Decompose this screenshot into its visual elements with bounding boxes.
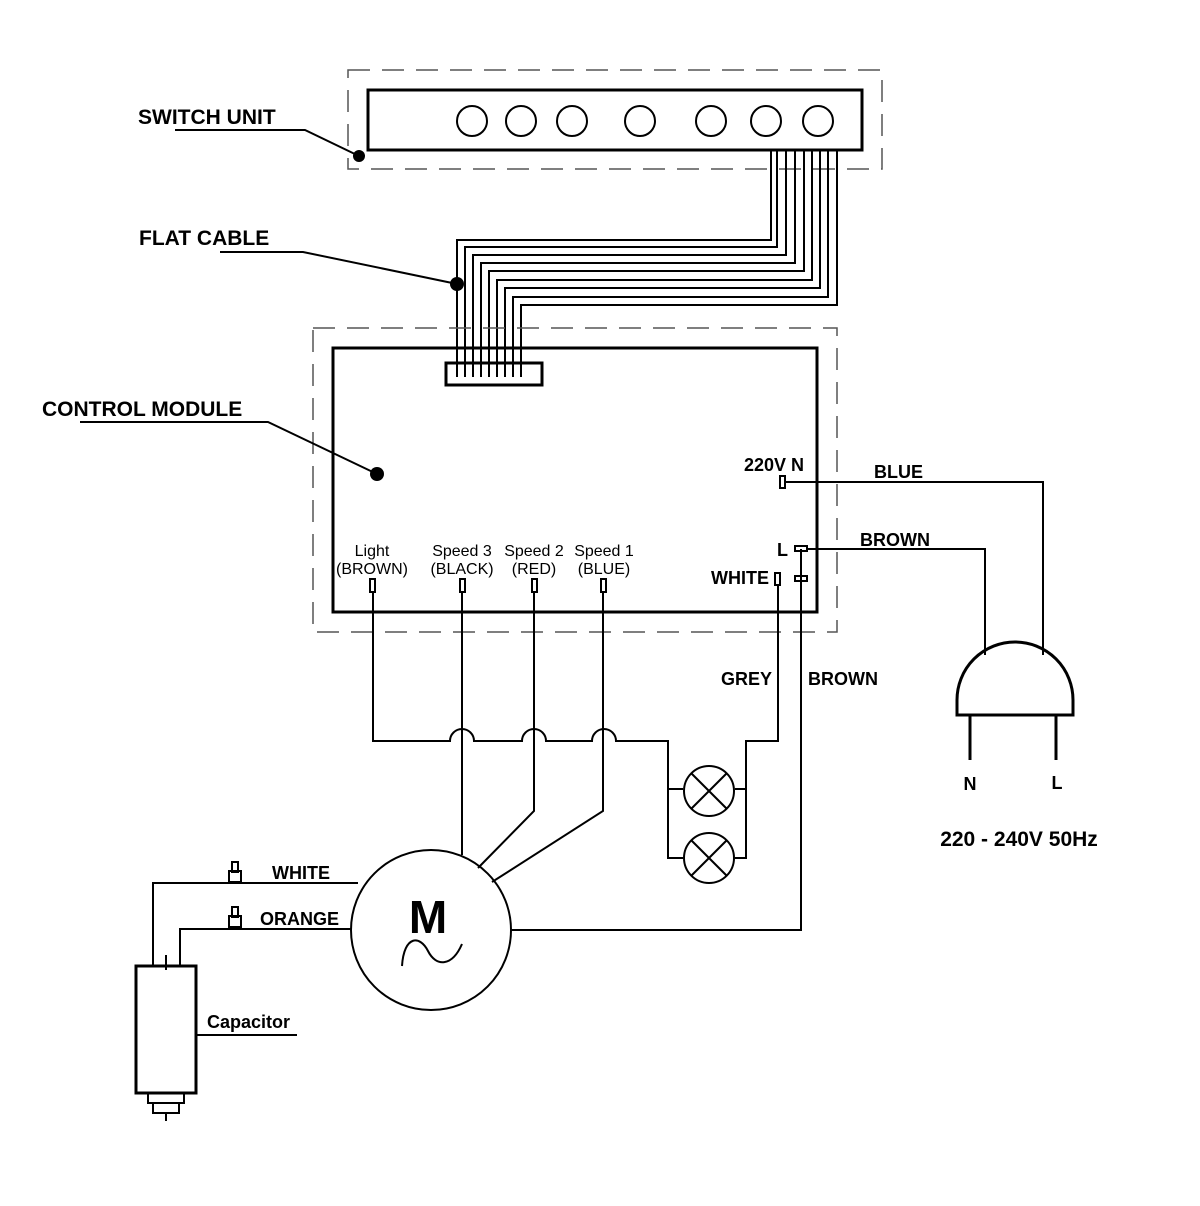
grey-wire-label: GREY xyxy=(721,669,772,689)
speed1-wire xyxy=(491,592,604,883)
switch-buttons xyxy=(456,105,834,137)
terminal-live-label: L xyxy=(777,540,788,560)
switch-button xyxy=(750,105,782,137)
cable-connector xyxy=(444,361,544,387)
flat-cable: FLAT CABLE xyxy=(139,150,838,368)
switch-unit-enclosure xyxy=(347,69,883,170)
supply-voltage-label: 220 - 240V 50Hz xyxy=(940,828,1098,851)
brown-motor-wire-label: BROWN xyxy=(808,669,878,689)
switch-unit-panel xyxy=(366,88,864,152)
speed2-wire xyxy=(477,592,535,869)
control-module-label: CONTROL MODULE xyxy=(42,398,242,421)
terminal-white-label: WHITE xyxy=(711,568,769,588)
terminal-speed2-name: Speed 2 xyxy=(504,543,564,560)
terminal-speed3-pin xyxy=(459,578,466,593)
motor: M xyxy=(350,849,512,1011)
blue-wire xyxy=(785,481,1044,655)
terminal-speed2-color: (RED) xyxy=(512,561,556,578)
brown-motor-wire xyxy=(511,578,802,931)
switch-button xyxy=(556,105,588,137)
white-cap-wire xyxy=(152,882,358,966)
light-wire xyxy=(372,592,683,859)
control-module-enclosure xyxy=(312,327,838,633)
capacitor-body xyxy=(134,964,198,1095)
lamp-icon xyxy=(683,832,735,884)
lamps xyxy=(683,765,735,884)
capacitor-mount-icon xyxy=(147,1092,185,1121)
terminal-speed1-pin xyxy=(600,578,607,593)
terminal-white-pin xyxy=(774,572,781,586)
brown-supply-wire xyxy=(807,548,986,655)
terminal-neutral-label: 220V N xyxy=(744,455,804,475)
terminal-light-pin xyxy=(369,578,376,593)
supply-wiring: BLUE BROWN xyxy=(785,462,1044,655)
white-cap-wire-label: WHITE xyxy=(272,863,330,883)
terminal-speed1-name: Speed 1 xyxy=(574,543,634,560)
switch-button xyxy=(456,105,488,137)
ac-symbol-icon xyxy=(401,939,463,967)
switch-button xyxy=(802,105,834,137)
plug-l-label: L xyxy=(1052,773,1063,793)
grey-wire xyxy=(735,585,779,859)
control-module: CONTROL MODULE Light (BROWN) Speed 3 (BL… xyxy=(42,327,838,633)
control-module-board xyxy=(331,346,819,614)
terminal-speed2-pin xyxy=(531,578,538,593)
switch-button xyxy=(505,105,537,137)
orange-cap-wire-label: ORANGE xyxy=(260,909,339,929)
orange-connector-icon xyxy=(228,906,242,928)
switch-button xyxy=(624,105,656,137)
terminal-neutral-pin xyxy=(779,475,786,489)
white-connector-icon xyxy=(228,861,242,883)
flat-cable-label: FLAT CABLE xyxy=(139,227,269,250)
terminal-light-color: (BROWN) xyxy=(336,561,408,578)
orange-cap-wire xyxy=(179,928,352,966)
capacitor-group: WHITE ORANGE Capacitor xyxy=(134,861,358,1121)
control-module-leader xyxy=(80,421,378,475)
plug-n-label: N xyxy=(964,774,977,794)
capacitor-label: Capacitor xyxy=(207,1012,290,1032)
motor-letter: M xyxy=(409,891,447,943)
switch-unit: SWITCH UNIT xyxy=(138,69,883,170)
lamp-icon xyxy=(683,765,735,817)
output-wiring: GREY BROWN xyxy=(372,578,878,931)
terminal-speed1-color: (BLUE) xyxy=(578,561,630,578)
terminal-speed3-color: (BLACK) xyxy=(430,561,493,578)
switch-unit-label: SWITCH UNIT xyxy=(138,106,276,129)
terminal-light-name: Light xyxy=(355,543,390,560)
switch-unit-leader xyxy=(175,129,360,157)
switch-button xyxy=(695,105,727,137)
flat-cable-leader xyxy=(220,251,458,285)
terminal-speed3-name: Speed 3 xyxy=(432,543,492,560)
plug: N L 220 - 240V 50Hz xyxy=(940,640,1098,851)
brown-supply-wire-label: BROWN xyxy=(860,530,930,550)
blue-wire-label: BLUE xyxy=(874,462,923,482)
plug-body xyxy=(955,640,1075,717)
